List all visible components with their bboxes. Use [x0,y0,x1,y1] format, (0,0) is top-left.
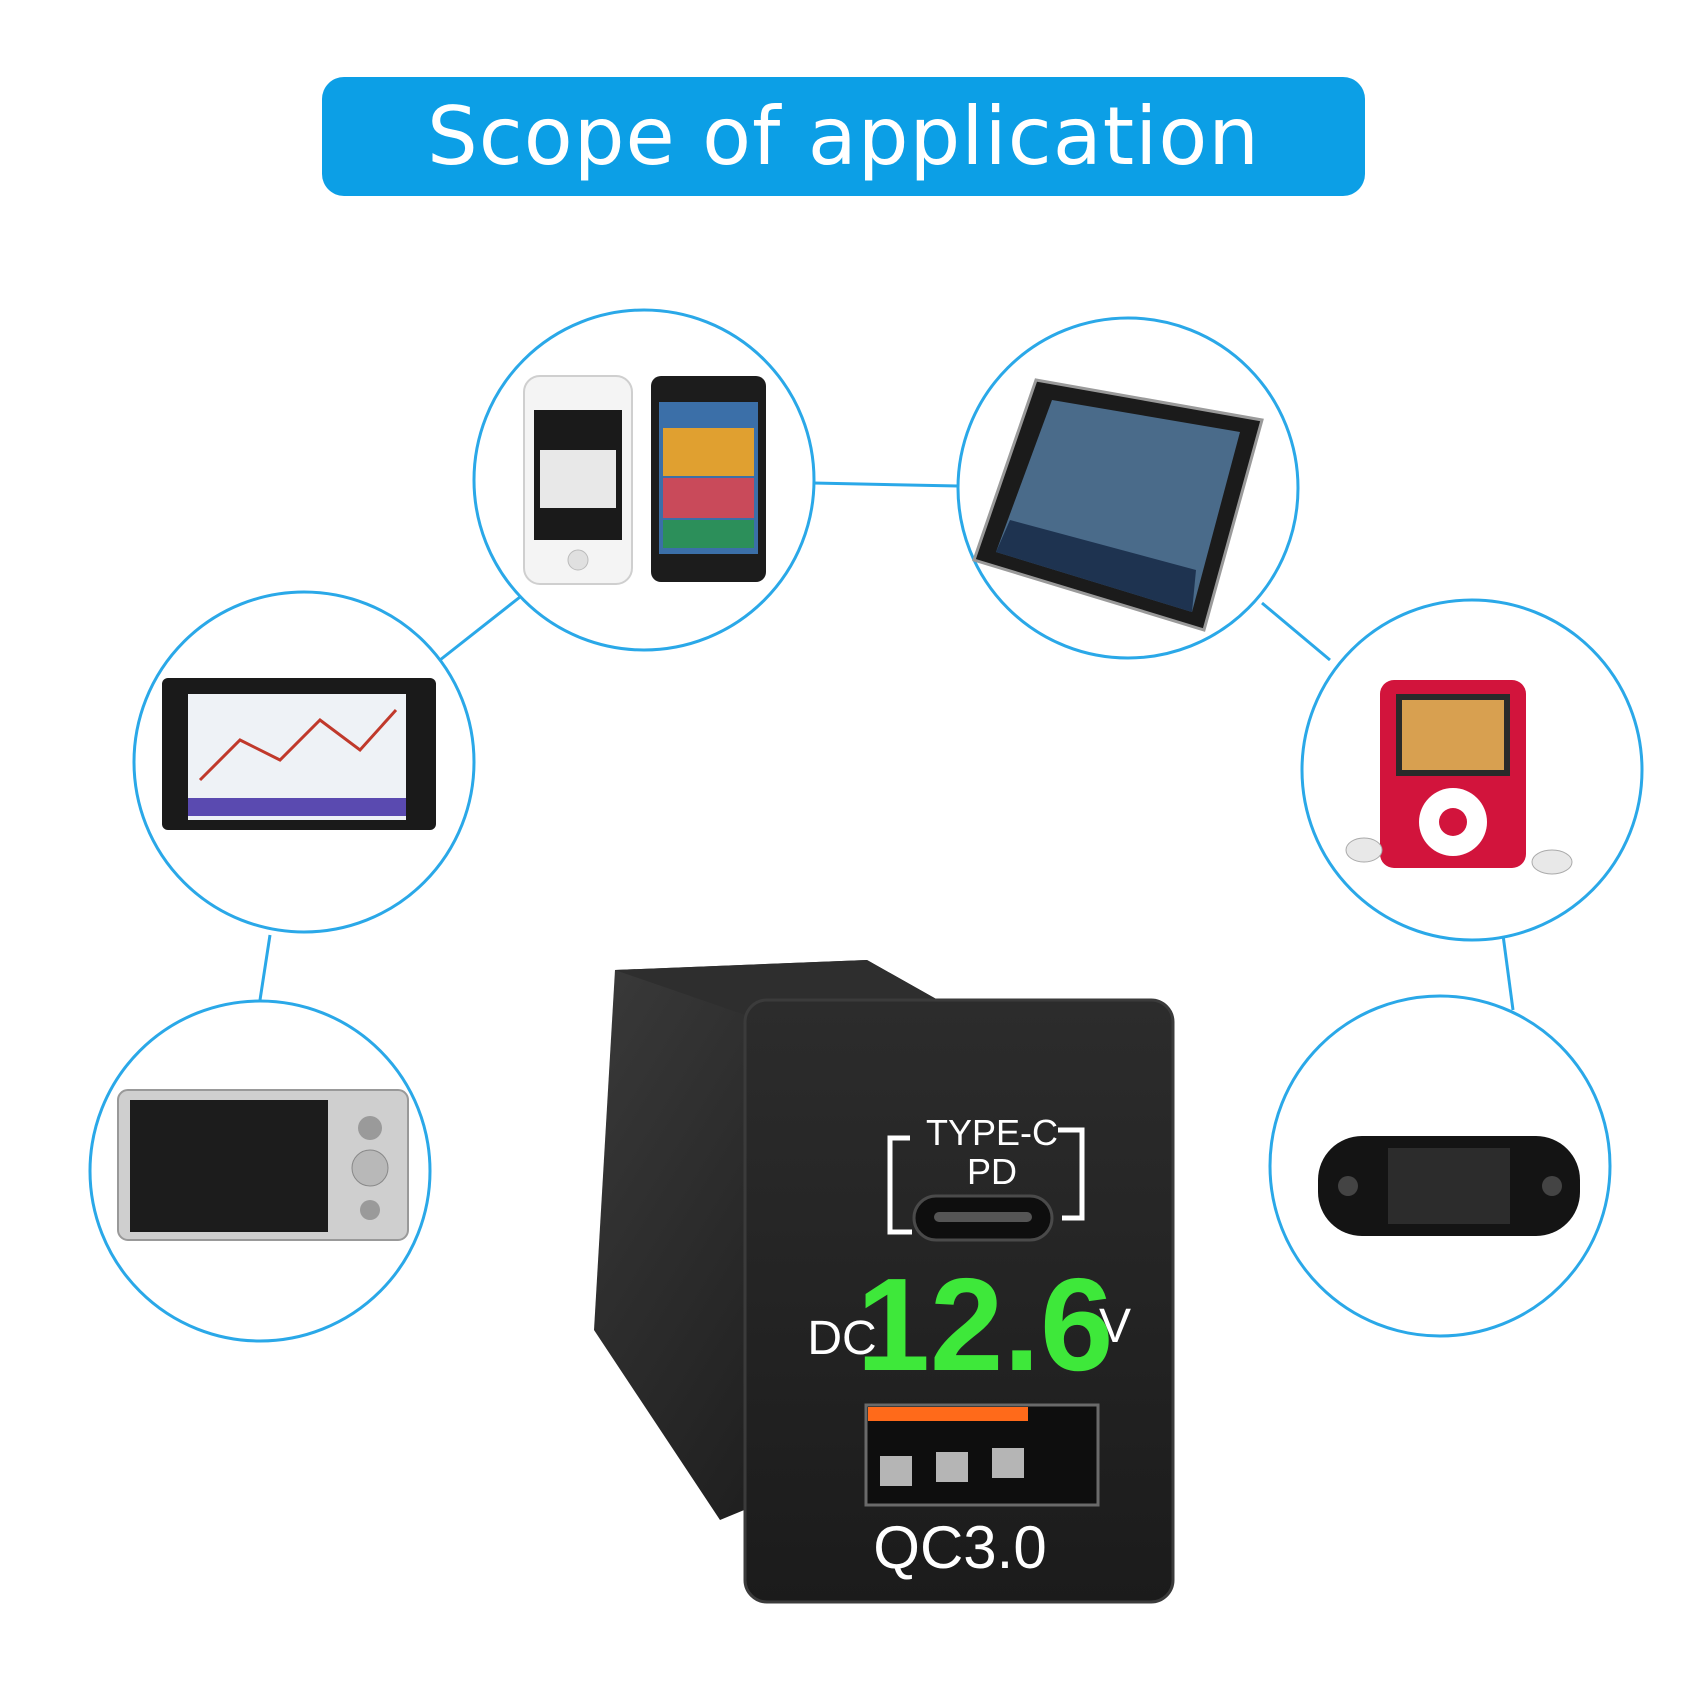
voltage-readout: 12.6 [857,1251,1114,1398]
unit-label: V [1099,1300,1131,1353]
smartphones-image [523,375,766,585]
typec-bracket-right [1058,1127,1085,1221]
banner-title: Scope of application [427,90,1260,183]
gps-navigator-image [162,678,436,830]
tablet-image [972,378,1264,632]
typec-label: TYPE-C [926,1112,1058,1153]
typec-bracket-left [887,1135,912,1235]
pd-label: PD [967,1151,1017,1192]
qc-label: QC3.0 [873,1514,1046,1581]
dc-label: DC [807,1312,876,1365]
game-console-image [1318,1136,1580,1236]
mp3-player-image [1345,680,1573,875]
digital-camera-image [117,1089,409,1241]
connector-lines [258,481,1515,1011]
title-banner: Scope of application [322,77,1365,196]
usb-a-port[interactable] [864,1403,1100,1507]
